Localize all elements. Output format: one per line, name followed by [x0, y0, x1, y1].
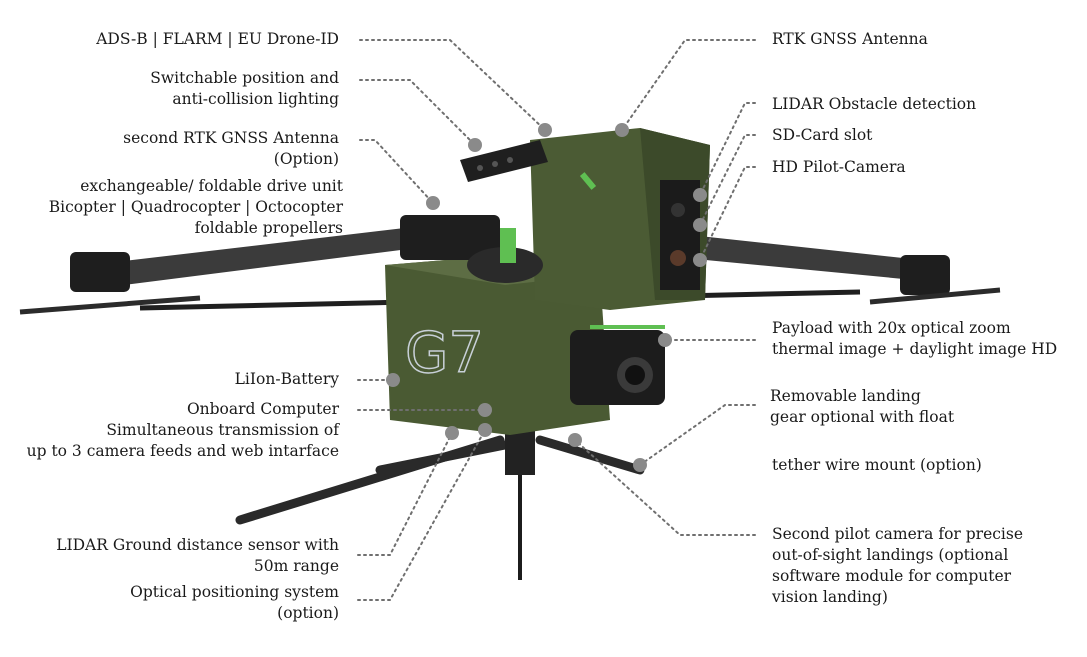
label-line: LiIon-Battery: [234, 370, 339, 388]
label-line: foldable propellers: [194, 219, 343, 237]
label-second-rtk: second RTK GNSS Antenna (Option): [123, 128, 339, 170]
label-line: LIDAR Obstacle detection: [772, 95, 977, 113]
label-line: anti-collision lighting: [172, 90, 339, 108]
label-line: (option): [277, 604, 339, 622]
label-lidar-ground: LIDAR Ground distance sensor with 50m ra…: [56, 535, 339, 577]
label-sdcard: SD-Card slot: [772, 125, 872, 146]
label-battery: LiIon-Battery: [235, 369, 339, 390]
label-lighting: Switchable position and anti-collision l…: [150, 68, 339, 110]
label-line: vision landing): [772, 588, 888, 606]
label-line: ADS-B | FLARM | EU Drone-ID: [96, 30, 339, 48]
label-optical-pos: Optical positioning system (option): [130, 582, 339, 624]
label-line: software module for computer: [772, 567, 1012, 585]
upper-body: [530, 128, 710, 310]
label-line: up to 3 camera feeds and web intarface: [26, 442, 339, 460]
label-line: gear optional with float: [770, 408, 955, 426]
label-line: Simultaneous transmission of: [106, 421, 339, 439]
label-lidar-obstacle: LIDAR Obstacle detection: [772, 94, 976, 115]
label-tether: tether wire mount (option): [772, 455, 982, 476]
label-hd-cam: HD Pilot-Camera: [772, 157, 906, 178]
label-line: (Option): [273, 150, 339, 168]
label-payload: Payload with 20x optical zoom thermal im…: [772, 318, 1057, 360]
label-line: Onboard Computer: [186, 400, 339, 418]
label-line: second RTK GNSS Antenna: [123, 129, 339, 147]
label-line: Removable landing: [770, 387, 921, 405]
landing-gear: [235, 435, 645, 525]
label-line: RTK GNSS Antenna: [772, 30, 928, 48]
label-landing-gear: Removable landing gear optional with flo…: [770, 386, 954, 428]
label-line: HD Pilot-Camera: [772, 158, 906, 176]
label-line: Optical positioning system: [130, 583, 339, 601]
label-line: Payload with 20x optical zoom: [772, 319, 1011, 337]
label-line: Second pilot camera for precise: [772, 525, 1024, 543]
label-adsb: ADS-B | FLARM | EU Drone-ID: [96, 29, 339, 50]
label-drive-unit: exchangeable/ foldable drive unit Bicopt…: [49, 176, 343, 239]
left-motor: [19, 252, 201, 315]
antenna-light-bar: [460, 140, 548, 182]
label-line: Switchable position and: [150, 69, 339, 87]
leader-lines: [357, 39, 756, 601]
label-line: 50m range: [253, 557, 339, 575]
label-rtk: RTK GNSS Antenna: [772, 29, 928, 50]
tether-mount: [505, 430, 535, 475]
label-line: thermal image + daylight image HD: [772, 340, 1058, 358]
label-line: LIDAR Ground distance sensor with: [56, 536, 339, 554]
label-line: SD-Card slot: [772, 126, 873, 144]
payload-gimbal: [570, 325, 665, 405]
drive-unit-connector: [400, 215, 543, 283]
model-marking: G7: [405, 321, 484, 386]
label-computer: Onboard Computer Simultaneous transmissi…: [27, 399, 339, 462]
label-line: Bicopter | Quadrocopter | Octocopter: [48, 198, 343, 216]
leader-dots: [386, 123, 707, 472]
label-line: out-of-sight landings (optional: [772, 546, 1009, 564]
label-second-pilot: Second pilot camera for precise out-of-s…: [772, 524, 1023, 608]
right-motor: [869, 255, 1001, 305]
label-line: tether wire mount (option): [772, 456, 982, 474]
label-line: exchangeable/ foldable drive unit: [80, 177, 343, 195]
arms: [90, 225, 940, 288]
